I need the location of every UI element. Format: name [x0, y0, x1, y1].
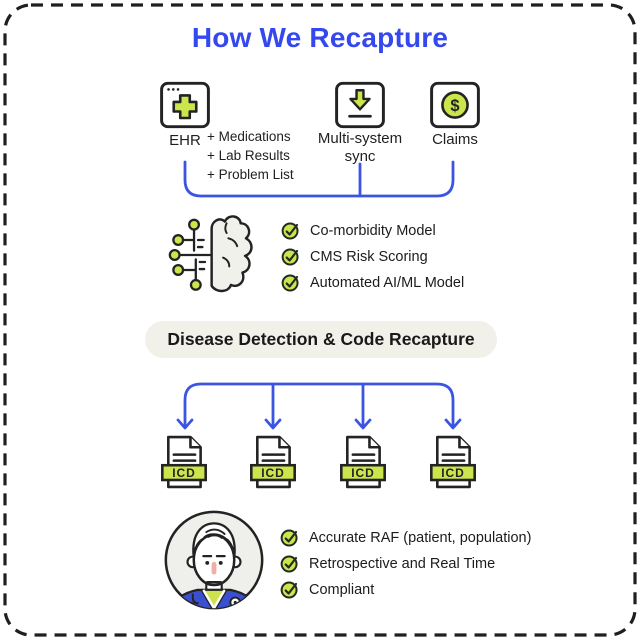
- checklist-item: CMS Risk Scoring: [281, 247, 464, 267]
- check-icon: [281, 248, 299, 266]
- ehr-addon-item: + Lab Results: [207, 148, 290, 163]
- check-icon: [280, 529, 298, 547]
- checklist-item: Co-morbidity Model: [281, 221, 464, 241]
- checklist-label: Automated AI/ML Model: [310, 275, 465, 291]
- checklist-label: Co-morbidity Model: [310, 223, 436, 239]
- check-icon: [281, 222, 299, 240]
- icd-label: ICD: [351, 466, 374, 480]
- checklist-label: CMS Risk Scoring: [310, 249, 428, 265]
- claims-dollar-icon: $: [430, 81, 480, 129]
- banner-label: Disease Detection & Code Recapture: [167, 329, 475, 349]
- check-icon: [281, 274, 299, 292]
- check-icon: [280, 581, 298, 599]
- checklist-label: Retrospective and Real Time: [309, 556, 496, 572]
- sync-label: Multi-system sync: [317, 130, 403, 165]
- ehr-window-icon: [160, 81, 210, 129]
- ehr-addon-item: + Problem List: [207, 167, 294, 182]
- icd-label: ICD: [172, 466, 195, 480]
- checklist-item: Accurate RAF (patient, population): [280, 528, 531, 548]
- icd-file-icon: ICD: [250, 435, 296, 489]
- download-sync-icon: [335, 81, 385, 129]
- page-title: How We Recapture: [191, 22, 449, 53]
- checklist-item: Retrospective and Real Time: [280, 554, 531, 574]
- doctor-avatar: [164, 510, 264, 610]
- ehr-label: EHR: [169, 132, 201, 149]
- check-icon: [280, 555, 298, 573]
- outcome-checklist: Accurate RAF (patient, population) Retro…: [280, 528, 531, 600]
- dollar-symbol: $: [450, 97, 459, 115]
- checklist-label: Accurate RAF (patient, population): [309, 530, 532, 546]
- icd-label: ICD: [261, 466, 284, 480]
- ehr-addon-list: + Medications + Lab Results + Problem Li…: [207, 127, 294, 184]
- checklist-item: Compliant: [280, 580, 531, 600]
- fanout-connector: [176, 382, 462, 430]
- checklist-item: Automated AI/ML Model: [281, 273, 464, 293]
- ai-brain-circuit-icon: [168, 215, 253, 293]
- banner-pill: Disease Detection & Code Recapture: [145, 321, 497, 358]
- icd-file-icon: ICD: [340, 435, 386, 489]
- icd-label: ICD: [441, 466, 464, 480]
- claims-label: Claims: [432, 131, 478, 148]
- model-checklist: Co-morbidity Model CMS Risk Scoring Auto…: [281, 221, 464, 293]
- icd-file-icon: ICD: [430, 435, 476, 489]
- ehr-addon-item: + Medications: [207, 129, 291, 144]
- arrowheads: [176, 418, 462, 430]
- icd-file-icon: ICD: [161, 435, 207, 489]
- bracket-connector: [183, 160, 455, 198]
- checklist-label: Compliant: [309, 582, 375, 598]
